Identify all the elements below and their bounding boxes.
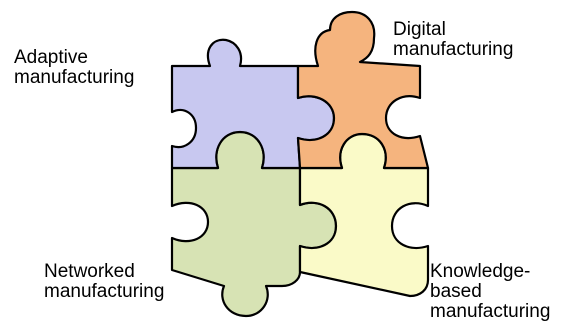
label-digital-line2: manufacturing	[393, 39, 514, 60]
puzzle-piece-digital	[296, 10, 430, 170]
digital-piece-shape	[296, 10, 430, 170]
label-adaptive-line1: Adaptive	[14, 47, 88, 68]
label-knowledge-line2: based	[430, 281, 482, 302]
label-digital-line1: Digital	[393, 19, 446, 40]
label-adaptive-line2: manufacturing	[14, 67, 135, 88]
label-networked: Networked manufacturing	[44, 262, 164, 302]
label-adaptive: Adaptive manufacturing	[14, 48, 134, 88]
label-digital: Digital manufacturing	[393, 20, 513, 60]
label-networked-line1: Networked	[44, 261, 135, 282]
label-networked-line2: manufacturing	[44, 281, 165, 302]
label-knowledge-based: Knowledge- based manufacturing	[430, 262, 550, 322]
label-knowledge-line1: Knowledge-	[430, 261, 531, 282]
label-knowledge-line3: manufacturing	[430, 301, 551, 322]
